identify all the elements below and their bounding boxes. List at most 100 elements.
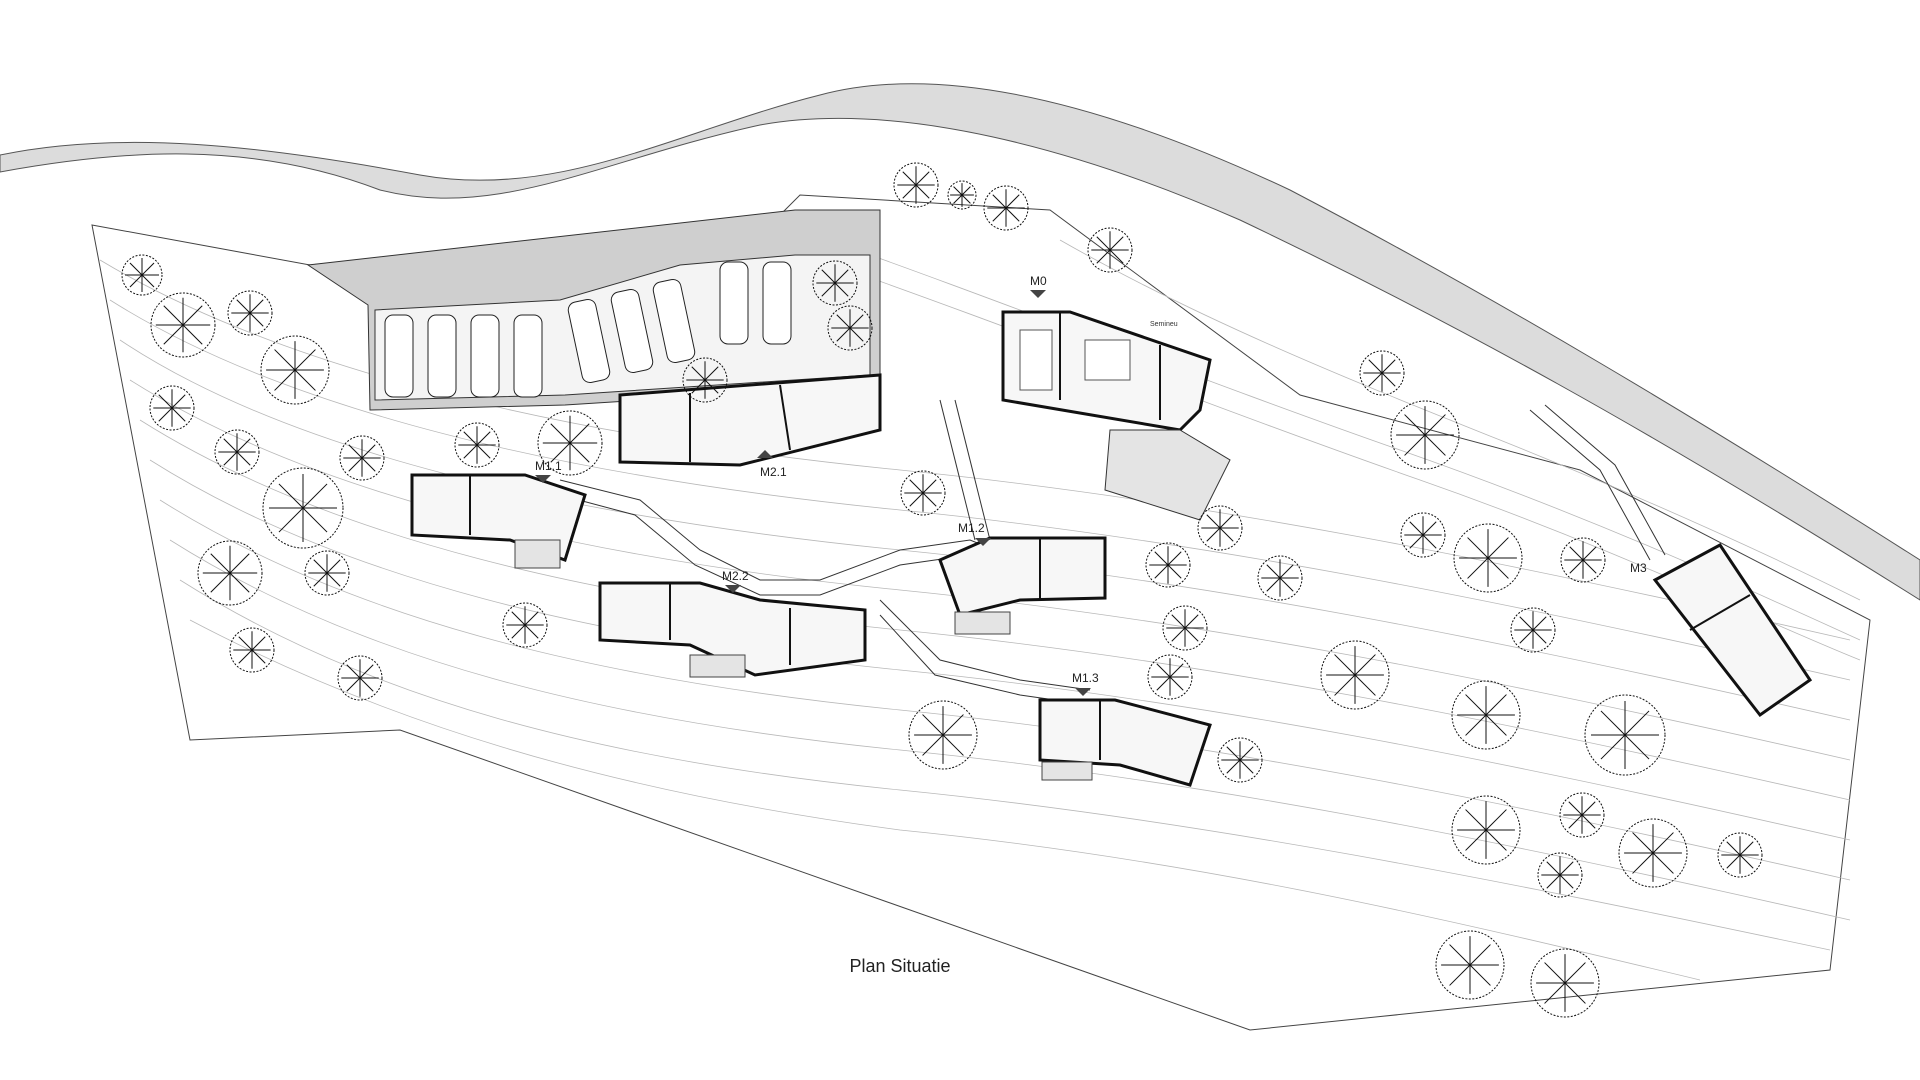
tree-branch bbox=[511, 611, 526, 626]
tree-branch bbox=[141, 262, 155, 276]
label-m1-3: M1.3 bbox=[1072, 671, 1099, 685]
tree-branch bbox=[1354, 654, 1376, 676]
tree-branch bbox=[1544, 982, 1566, 1004]
tree-branch bbox=[953, 194, 963, 204]
tree-branch bbox=[359, 664, 374, 679]
label-m2-2: M2.2 bbox=[722, 569, 749, 583]
tree-branch bbox=[210, 553, 231, 574]
tree-icon bbox=[1147, 654, 1193, 700]
tree-branch bbox=[1559, 874, 1574, 889]
tree-branch bbox=[922, 479, 937, 494]
tree-branch bbox=[1485, 714, 1507, 736]
tree-branch bbox=[249, 299, 264, 314]
tree-branch bbox=[1368, 372, 1383, 387]
tree-branch bbox=[1219, 527, 1234, 542]
tree-branch bbox=[182, 305, 203, 326]
tree-branch bbox=[1381, 359, 1396, 374]
tree-branch bbox=[313, 559, 328, 574]
tree-icon bbox=[1537, 852, 1583, 898]
tree-icon bbox=[1560, 537, 1606, 583]
tree-branch bbox=[1226, 759, 1241, 774]
tree-branch bbox=[163, 305, 184, 326]
tree-branch bbox=[1334, 674, 1356, 696]
tree-icon bbox=[682, 357, 728, 403]
plan-title: Plan Situatie bbox=[849, 956, 950, 976]
tree-branch bbox=[129, 274, 143, 288]
building-m3 bbox=[1652, 543, 1813, 718]
tree-icon bbox=[262, 467, 344, 549]
tree-branch bbox=[274, 369, 296, 391]
tree-branch bbox=[1485, 694, 1507, 716]
tree-branch bbox=[158, 394, 173, 409]
tree-icon bbox=[214, 429, 260, 475]
tree-branch bbox=[302, 507, 328, 533]
tree-branch bbox=[1467, 537, 1489, 559]
tree-branch bbox=[569, 423, 590, 444]
tree-branch bbox=[1465, 694, 1487, 716]
tree-branch bbox=[1424, 434, 1446, 456]
tree-branch bbox=[942, 734, 964, 756]
tree-branch bbox=[961, 186, 971, 196]
tree-branch bbox=[1600, 710, 1626, 736]
tree-branch bbox=[1546, 874, 1561, 889]
tree-branch bbox=[1582, 559, 1597, 574]
contour-lines bbox=[99, 229, 1861, 981]
tree-branch bbox=[922, 492, 937, 507]
label-m3: M3 bbox=[1630, 561, 1647, 575]
tree-branch bbox=[1519, 629, 1534, 644]
tree-branch bbox=[1219, 514, 1234, 529]
tree-branch bbox=[229, 553, 250, 574]
tree-branch bbox=[1600, 734, 1626, 760]
tree-branch bbox=[1519, 616, 1534, 631]
tree-branch bbox=[909, 492, 924, 507]
tree-branch bbox=[249, 312, 264, 327]
tree-branch bbox=[182, 324, 203, 345]
tree-branch bbox=[511, 624, 526, 639]
tree-branch bbox=[346, 677, 361, 692]
tree-branch bbox=[348, 457, 363, 472]
tree-branch bbox=[1465, 829, 1487, 851]
tree-branch bbox=[223, 451, 238, 466]
tree-branch bbox=[326, 572, 341, 587]
tree-branch bbox=[278, 507, 304, 533]
tree-branch bbox=[1184, 627, 1199, 642]
tree-branch bbox=[915, 171, 930, 186]
tree-branch bbox=[238, 649, 253, 664]
tree-branch bbox=[1409, 521, 1424, 536]
tree-branch bbox=[1279, 577, 1294, 592]
tree-icon bbox=[304, 550, 350, 596]
tree-branch bbox=[902, 184, 917, 199]
tree-branch bbox=[849, 314, 864, 329]
building-m2-1 bbox=[618, 373, 882, 467]
building-m2-2 bbox=[598, 581, 867, 678]
tree-icon bbox=[337, 655, 383, 701]
tree-icon bbox=[502, 602, 548, 648]
tree-icon bbox=[260, 335, 330, 405]
tree-icon bbox=[1530, 948, 1600, 1018]
tree-branch bbox=[1624, 710, 1650, 736]
building-labels: M0 M1.1 M1.2 M1.3 M2.1 M2.2 M3 Semineu bbox=[535, 274, 1647, 696]
label-m0: M0 bbox=[1030, 274, 1047, 288]
trees bbox=[121, 162, 1763, 1018]
tree-branch bbox=[1449, 964, 1471, 986]
tree-branch bbox=[1279, 564, 1294, 579]
tree-branch bbox=[463, 431, 478, 446]
parking-cars bbox=[384, 261, 792, 398]
tree-branch bbox=[849, 327, 864, 342]
tree-icon bbox=[1320, 640, 1390, 710]
tree-branch bbox=[569, 442, 590, 463]
tree-branch bbox=[1465, 714, 1487, 736]
tree-icon bbox=[197, 540, 263, 606]
tree-branch bbox=[1581, 814, 1596, 829]
tree-branch bbox=[1206, 527, 1221, 542]
tree-branch bbox=[1424, 414, 1446, 436]
tree-branch bbox=[821, 282, 836, 297]
tree-branch bbox=[1632, 852, 1654, 874]
tree-branch bbox=[1239, 759, 1254, 774]
tree-branch bbox=[836, 327, 851, 342]
tree-branch bbox=[1171, 614, 1186, 629]
tree-icon bbox=[121, 254, 163, 296]
tree-branch bbox=[953, 186, 963, 196]
tree-branch bbox=[1266, 564, 1281, 579]
tree-branch bbox=[210, 572, 231, 593]
